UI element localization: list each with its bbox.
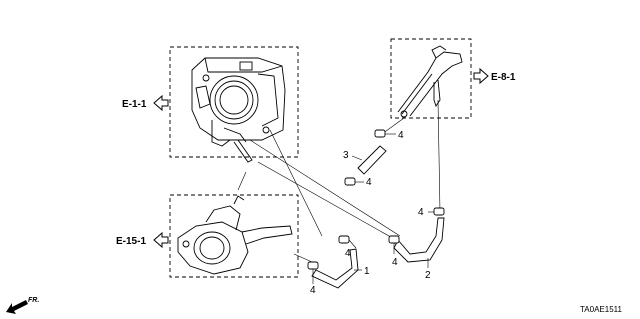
reference-arrow-icon xyxy=(153,231,169,249)
reference-arrow-icon xyxy=(473,67,489,85)
callout-part-1: 1 xyxy=(364,266,370,277)
callout-leaders xyxy=(312,133,434,284)
diagram-code: TA0AE1511 xyxy=(580,305,623,314)
callout-clip-4: 4 xyxy=(366,177,372,188)
throttle-body xyxy=(191,57,286,147)
callout-clip-4: 4 xyxy=(398,130,404,141)
callout-part-2: 2 xyxy=(425,270,431,281)
reference-label-e-15-1: E-15-1 xyxy=(116,236,146,247)
reference-label-e-1-1: E-1-1 xyxy=(122,99,147,110)
callout-part-3: 3 xyxy=(343,150,349,161)
connection-lines xyxy=(237,99,441,263)
throttle-body-box xyxy=(169,46,299,158)
hose-part-1 xyxy=(311,248,359,289)
hose-part-2 xyxy=(393,217,445,263)
callout-clip-4: 4 xyxy=(418,207,424,218)
reference-arrow-icon xyxy=(153,94,169,112)
water-pipe-box xyxy=(390,38,472,119)
water-pipe xyxy=(397,45,463,118)
thermostat-housing xyxy=(177,195,293,275)
thermostat-housing-box xyxy=(169,194,299,278)
bypass-tube xyxy=(233,139,253,163)
hose-part-3 xyxy=(357,145,387,175)
fr-arrow-icon xyxy=(6,300,28,314)
reference-label-e-8-1: E-8-1 xyxy=(491,72,516,83)
callout-clip-4: 4 xyxy=(310,285,316,296)
direction-label: FR. xyxy=(28,297,39,304)
callout-clip-4: 4 xyxy=(345,248,351,259)
hose-clamp xyxy=(307,129,445,270)
callout-clip-4: 4 xyxy=(392,257,398,268)
